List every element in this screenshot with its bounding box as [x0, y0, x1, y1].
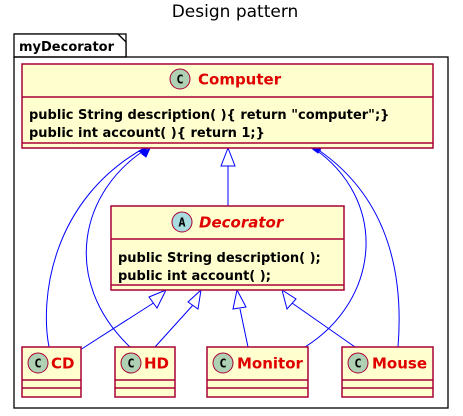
class-computer-stereotype: C — [176, 73, 183, 87]
edge-hd-computer — [85, 147, 149, 348]
package-name: myDecorator — [19, 40, 115, 55]
class-computer-name: Computer — [198, 71, 282, 89]
edge-monitor-computer — [304, 146, 367, 348]
class-monitor-name: Monitor — [237, 355, 304, 373]
class-hd-stereotype: C — [127, 357, 134, 371]
class-monitor[interactable]: C Monitor — [206, 346, 309, 398]
inheritance-children-decorator — [79, 288, 356, 351]
arrowhead-hd-decorator — [187, 288, 202, 310]
class-cd-stereotype: C — [34, 357, 41, 371]
class-monitor-stereotype: C — [219, 357, 226, 371]
inheritance-decorator-computer — [220, 146, 236, 206]
class-stereotype-a-icon — [171, 211, 193, 233]
arrowhead-monitor-decorator — [232, 288, 247, 310]
class-hd[interactable]: C HD — [114, 346, 176, 398]
arrowhead-decorator-computer — [220, 146, 236, 167]
class-computer[interactable]: C Computer public String description( ){… — [21, 63, 434, 149]
edge-cd-decorator — [79, 301, 156, 351]
class-stereotype-c-icon — [347, 352, 369, 374]
edge-mouse-decorator — [291, 302, 356, 348]
class-stereotype-c-icon — [120, 352, 142, 374]
class-decorator-member-1: public String description( ); — [118, 251, 321, 266]
package-mydecorator: myDecorator — [13, 33, 449, 409]
class-computer-member-1: public String description( ){ return "co… — [29, 108, 389, 123]
arrowhead-hd-computer — [141, 146, 152, 158]
edge-monitor-decorator — [239, 308, 249, 348]
class-decorator-member-2: public int account( ); — [118, 269, 271, 284]
class-decorator-box — [110, 205, 345, 291]
class-mouse[interactable]: C Mouse — [341, 346, 434, 398]
class-mouse-stereotype: C — [354, 357, 361, 371]
class-stereotype-c-icon — [212, 352, 234, 374]
class-computer-box — [21, 63, 434, 149]
arrowhead-cd-decorator — [148, 289, 168, 309]
class-cd[interactable]: C CD — [21, 346, 82, 398]
arrowhead-mouse-decorator — [281, 288, 297, 311]
class-hd-name: HD — [144, 355, 169, 373]
class-computer-member-2: public int account( ){ return 1;} — [29, 126, 265, 141]
class-stereotype-c-icon — [27, 352, 49, 374]
diagram-title: Design pattern — [172, 2, 299, 22]
class-mouse-name: Mouse — [372, 355, 427, 373]
package-tab-corner — [117, 33, 127, 43]
class-cd-name: CD — [51, 355, 74, 373]
package-frame — [13, 56, 449, 409]
class-stereotype-c-icon — [169, 68, 191, 90]
class-decorator[interactable]: A Decorator public String description( )… — [110, 205, 345, 291]
class-decorator-name: Decorator — [199, 214, 285, 232]
edge-hd-decorator — [154, 304, 194, 348]
edge-mouse-computer — [313, 146, 400, 348]
edge-cd-computer — [45, 146, 147, 348]
class-decorator-stereotype: A — [178, 216, 186, 230]
